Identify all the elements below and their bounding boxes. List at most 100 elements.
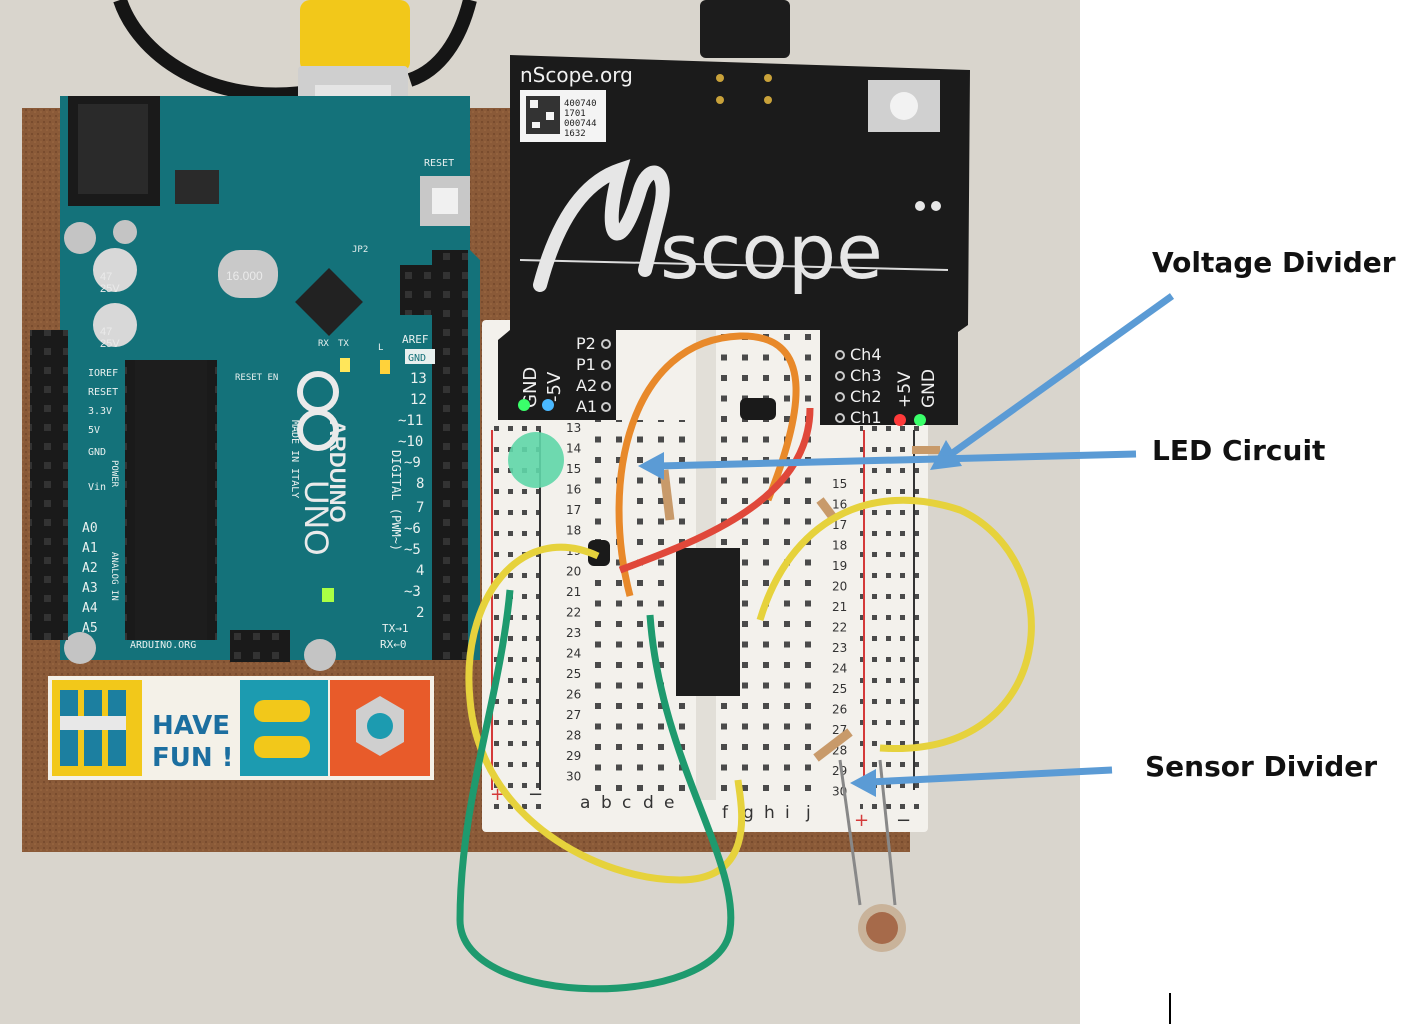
svg-text:GND: GND [88, 447, 106, 458]
svg-text:TX→1: TX→1 [382, 622, 409, 635]
svg-text:~3: ~3 [404, 584, 421, 600]
svg-text:RESET EN: RESET EN [235, 373, 278, 383]
nscope-left-pins: P2 P1 A2 A1 [576, 334, 611, 416]
label-voltage-divider: Voltage Divider [1152, 246, 1396, 279]
capacitor [93, 248, 137, 292]
nscope-led-blue [542, 399, 554, 411]
svg-text:A3: A3 [82, 581, 98, 596]
micro-usb-cable [700, 0, 790, 58]
arrow-sensor-divider [869, 766, 1113, 786]
row-number: 18 [832, 539, 847, 553]
column-letter: d [643, 793, 654, 813]
black-cable-2 [407, 0, 477, 87]
column-letter: g [743, 803, 754, 823]
mount-screw [64, 222, 96, 254]
row-number: 22 [566, 606, 581, 620]
svg-text:RESET: RESET [88, 387, 118, 398]
column-letter: b [601, 793, 612, 813]
white-margin [1080, 0, 1414, 1024]
analog-pin-labels: A0 A1 A2 A3 A4 A5 [82, 521, 98, 636]
nscope-board: nScope.org 400740 1701 000744 1632 scope… [498, 55, 970, 427]
column-letter: h [764, 803, 775, 823]
nscope-logo-n [533, 159, 670, 292]
row-number: 17 [566, 503, 581, 517]
digital-pin-labels: 13 12 ~11 ~10 ~9 8 7 ~6 ~5 4 ~3 2 TX→1 R… [380, 371, 427, 651]
transistor-2 [740, 398, 776, 420]
svg-text:000744: 000744 [564, 119, 597, 129]
column-letter: i [785, 803, 790, 823]
row-number: 24 [832, 662, 847, 676]
usb-chip [295, 268, 363, 336]
svg-text:4: 4 [416, 563, 424, 579]
svg-text:7: 7 [416, 500, 424, 516]
svg-text:1701: 1701 [564, 109, 586, 119]
label-led-circuit: LED Circuit [1152, 434, 1326, 467]
svg-text:12: 12 [410, 392, 427, 408]
column-letter: a [580, 793, 590, 813]
svg-text:L: L [378, 343, 383, 353]
wire-orange [615, 332, 800, 597]
ic-chip [676, 548, 740, 696]
row-number: 15 [566, 462, 581, 476]
svg-text:POWER: POWER [109, 460, 119, 488]
svg-text:+5V: +5V [895, 371, 915, 408]
capacitor [93, 303, 137, 347]
svg-text:16.000: 16.000 [226, 269, 263, 283]
svg-text:Ch3: Ch3 [850, 366, 882, 385]
row-number: 22 [832, 621, 847, 635]
svg-text:Ch1: Ch1 [850, 408, 882, 427]
svg-text:A5: A5 [82, 621, 98, 636]
fun-text: FUN ! [152, 743, 234, 773]
usb-yellow-boot [300, 0, 410, 72]
svg-text:~9: ~9 [404, 455, 421, 471]
svg-text:A0: A0 [82, 521, 98, 536]
column-letter: f [722, 803, 729, 823]
svg-text:~6: ~6 [404, 521, 421, 537]
svg-text:8: 8 [416, 476, 424, 492]
row-number: 25 [566, 667, 581, 681]
svg-text:P2: P2 [576, 334, 596, 353]
svg-text:Vin: Vin [88, 482, 106, 493]
wire-yellow-right [756, 496, 1035, 752]
svg-text:400740: 400740 [564, 99, 597, 109]
svg-text:P1: P1 [576, 355, 596, 374]
svg-text:RX←0: RX←0 [380, 638, 407, 651]
row-number: 17 [832, 518, 847, 532]
arrow-led-circuit [657, 450, 1137, 470]
svg-text:25V: 25V [100, 338, 120, 350]
svg-text:~10: ~10 [398, 434, 423, 450]
row-number: 24 [566, 647, 581, 661]
row-number: 18 [566, 524, 581, 538]
row-number: 15 [832, 477, 847, 491]
svg-text:MADE IN ITALY: MADE IN ITALY [289, 420, 300, 498]
nscope-site: nScope.org [520, 63, 633, 87]
svg-text:-5V: -5V [544, 371, 565, 402]
power-analog-header [30, 330, 68, 640]
svg-text:A4: A4 [82, 601, 98, 616]
svg-text:UNO: UNO [297, 480, 335, 556]
svg-text:1632: 1632 [564, 129, 586, 139]
nscope-right-pins: Ch4 Ch3 Ch2 Ch1 [835, 345, 882, 427]
svg-text:Ch2: Ch2 [850, 387, 882, 406]
row-number: 16 [832, 498, 847, 512]
digital-header [432, 250, 468, 660]
svg-text:RX: RX [318, 339, 329, 349]
svg-text:ARDUINO.ORG: ARDUINO.ORG [130, 640, 196, 651]
svg-text:25V: 25V [100, 283, 120, 295]
row-number: 14 [566, 442, 581, 456]
svg-text:ANALOG IN: ANALOG IN [109, 552, 119, 601]
mount-screw [64, 632, 96, 664]
svg-text:TX: TX [338, 339, 349, 349]
nscope-led-green-2 [914, 414, 926, 426]
svg-text:−: − [896, 810, 911, 831]
right-power-rail [860, 420, 920, 820]
row-number: 23 [832, 641, 847, 655]
svg-text:+: + [854, 810, 869, 831]
icsp-header [230, 630, 290, 662]
svg-text:5V: 5V [88, 425, 100, 436]
resistor-led [659, 469, 675, 521]
row-number: 20 [566, 565, 581, 579]
row-number: 16 [566, 483, 581, 497]
